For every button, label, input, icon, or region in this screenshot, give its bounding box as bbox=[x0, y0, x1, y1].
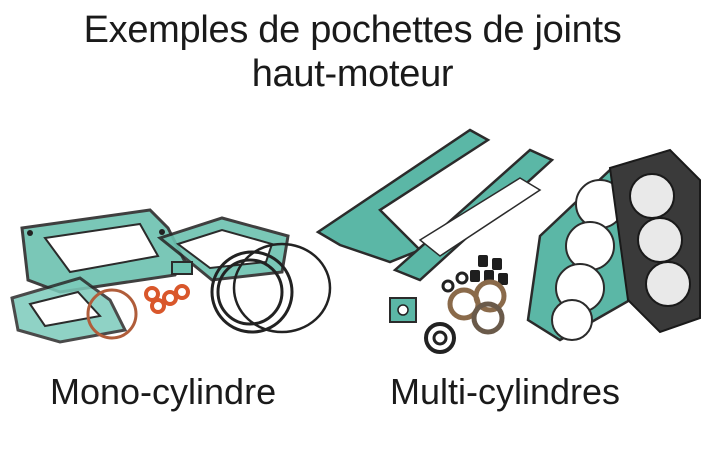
mono-cylinder-kit bbox=[10, 208, 332, 344]
title-line-1: Exemples de pochettes de joints bbox=[83, 9, 622, 51]
copper-ring bbox=[86, 288, 138, 340]
caption-mono-cylinder: Mono-cylindre bbox=[50, 371, 277, 412]
page-title: Exemples de pochettes de joints haut-mot… bbox=[0, 8, 705, 96]
multi-cylinder-kit bbox=[315, 128, 701, 354]
o-ring bbox=[210, 250, 294, 334]
title-line-2: haut-moteur bbox=[251, 53, 454, 95]
caption-multi-cylinder: Multi-cylindres bbox=[390, 371, 621, 412]
cam-cover-gasket bbox=[315, 128, 491, 264]
